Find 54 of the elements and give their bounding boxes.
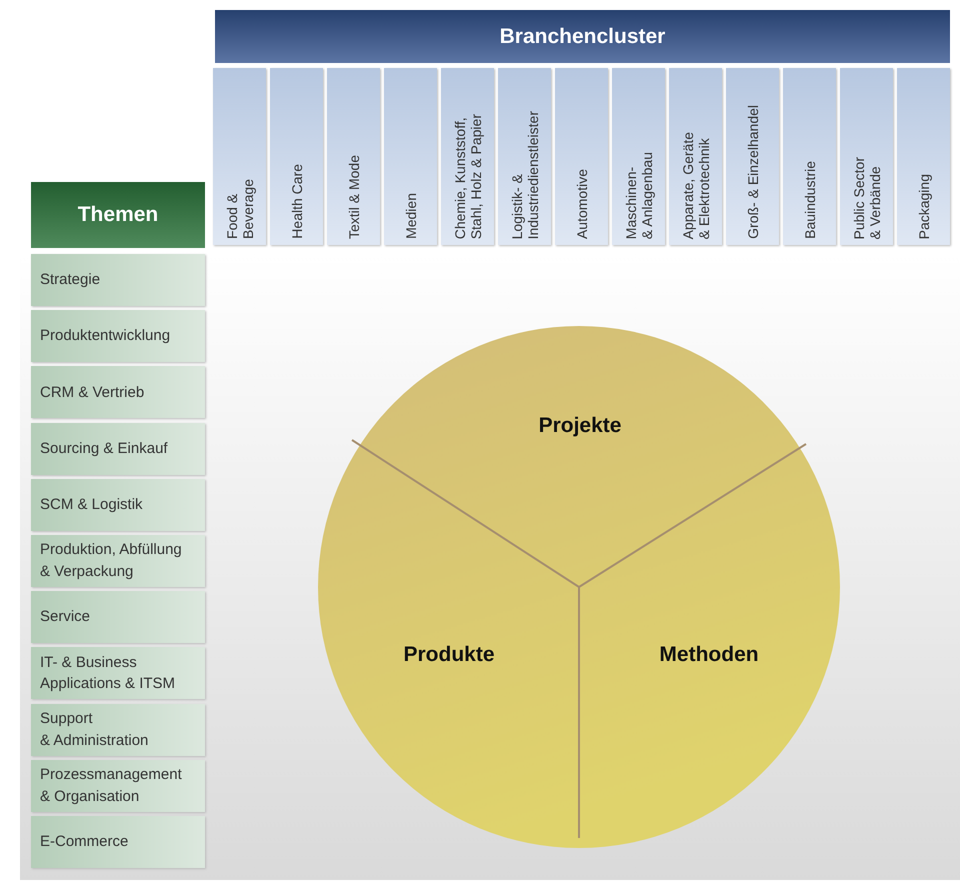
row-label: Prozessmanagement & Organisation [40,765,182,807]
row-label: IT- & Business Applications & ITSM [40,652,176,694]
row-header [31,478,205,531]
pie-circle [318,326,840,848]
row-label: Sourcing & Einkauf [40,438,168,459]
row-label: E-Commerce [40,832,128,852]
column-label: Chemie, Kunststoff, Stahl, Holz & Papier [451,114,484,239]
column-label: Groß- & Einzelhandel [744,105,761,239]
column-label: Apparate, Geräte & Elektrotechnik [679,132,712,239]
row-label: Service [40,607,90,628]
row-header [31,591,205,644]
row-label: Produktion, Abfüllung & Verpackung [40,540,182,582]
column-header [840,68,893,245]
sector-label: Projekte [538,414,622,438]
sector-label: Methoden [659,643,759,667]
column-label: Bauindustrie [801,161,818,239]
column-header [726,68,779,245]
row-label: Produktentwicklung [40,326,170,346]
row-label: Support & Administration [40,708,148,751]
header-bar: Branchencluster [215,10,950,63]
column-header [555,68,608,245]
sector-label: Produkte [404,643,494,667]
column-label: Medien [402,193,419,239]
row-header [31,310,205,362]
column-header [384,68,437,245]
row-label: Strategie [40,270,100,290]
row-header [31,422,205,475]
row-header [31,816,205,868]
row-header [31,760,205,812]
column-header [612,68,665,245]
header-bar: Themen [31,182,205,248]
column-label: Textil & Mode [345,154,362,239]
row-header [31,647,205,700]
row-header [31,254,205,306]
column-label: Health Care [288,164,305,239]
column-label: Logistik- & Industriedienstleister [508,110,541,239]
row-header [31,704,205,756]
column-label: Public Sector & Verbände [850,156,883,239]
column-label: Food & Beverage [223,179,256,239]
row-label: CRM & Vertrieb [40,382,144,403]
column-header [327,68,380,245]
column-header [498,68,551,245]
column-header [270,68,323,245]
column-label: Packaging [915,174,932,239]
row-label: SCM & Logistik [40,494,143,515]
column-header [441,68,494,245]
row-header [31,535,205,587]
column-header [783,68,836,245]
column-label: Automotive [573,168,590,239]
column-header [897,68,950,245]
row-header [31,366,205,418]
column-header [213,68,266,245]
column-header [669,68,722,245]
column-label: Maschinen- & Anlagenbau [622,152,655,239]
